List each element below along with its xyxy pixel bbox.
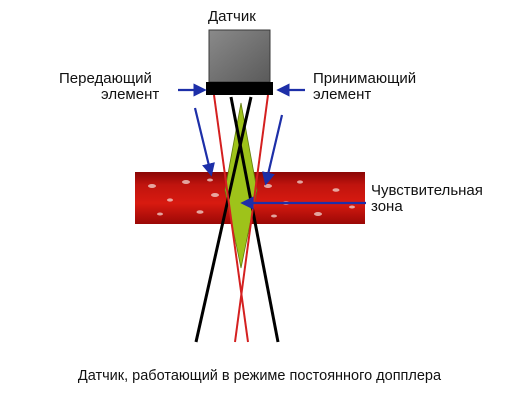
transmitter-label-line2: элемент [101,86,160,103]
transmitter-label: Передающий элемент [59,71,159,103]
sensitive-zone-label: Чувствительная зона [371,183,483,215]
zone-label-line1: Чувствительная [371,182,483,199]
rx-beam-arrow [261,114,284,186]
sensor [206,29,273,95]
sensor-label: Датчик [208,8,256,25]
receiver-label-line1: Принимающий [313,70,417,87]
sensor-base [206,82,273,95]
zone-label-line2: зона [371,198,403,215]
receive-beam [213,94,269,343]
tx-beam-arrow [193,107,215,177]
diagram-caption: Датчик, работающий в режиме постоянного … [77,368,442,384]
pointer-arrows [178,83,366,210]
receiver-label: Принимающий элемент [313,71,416,103]
transmit-beam [194,96,280,343]
receiver-label-line2: элемент [313,86,372,103]
transmitter-label-line1: Передающий [59,70,152,87]
